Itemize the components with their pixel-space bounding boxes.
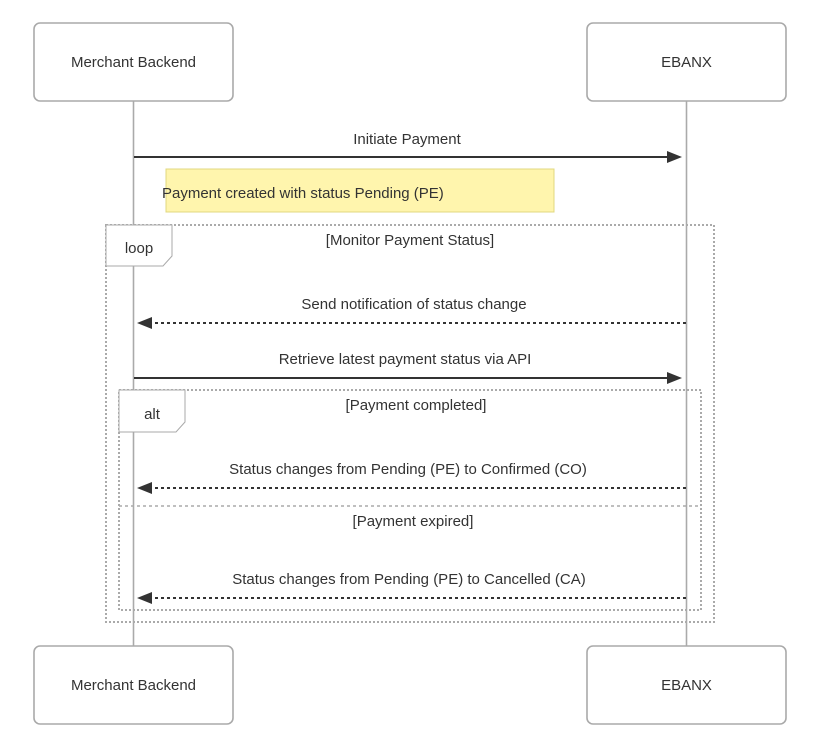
actor-merchant-backend-bottom: Merchant Backend: [33, 645, 234, 725]
actor-box: [586, 645, 787, 725]
alt-frame: alt [Payment completed] [Payment expired…: [118, 389, 702, 611]
actor-label: Merchant Backend: [71, 54, 196, 71]
message-status-cancelled: Status changes from Pending (PE) to Canc…: [137, 571, 686, 604]
alt-guard-expired: [Payment expired]: [353, 513, 474, 530]
actor-label: EBANX: [661, 677, 712, 694]
actor-box: [33, 22, 234, 102]
message-retrieve-status: Retrieve latest payment status via API: [134, 351, 682, 384]
message-status-confirmed: Status changes from Pending (PE) to Conf…: [137, 461, 686, 494]
loop-guard: [Monitor Payment Status]: [326, 232, 494, 249]
arrowhead-left-icon: [137, 482, 152, 494]
alt-keyword: alt: [144, 406, 161, 423]
alt-label-box: [118, 389, 186, 433]
loop-frame: loop [Monitor Payment Status]: [105, 224, 715, 623]
loop-keyword: loop: [125, 240, 153, 257]
actor-ebanx-bottom: EBANX: [586, 645, 787, 725]
message-initiate-payment: Initiate Payment: [134, 131, 682, 163]
note: Payment created with status Pending (PE): [162, 168, 555, 213]
arrowhead-right-icon: [667, 151, 682, 163]
actor-label: Merchant Backend: [71, 677, 196, 694]
message-label: Status changes from Pending (PE) to Conf…: [229, 461, 587, 478]
message-label: Retrieve latest payment status via API: [279, 351, 532, 368]
message-label: Send notification of status change: [301, 296, 526, 313]
actor-label: EBANX: [661, 54, 712, 71]
loop-label-box: [105, 224, 173, 267]
note-box: [165, 168, 555, 213]
arrowhead-right-icon: [667, 372, 682, 384]
message-label: Status changes from Pending (PE) to Canc…: [232, 571, 586, 588]
arrowhead-left-icon: [137, 592, 152, 604]
actor-merchant-backend-top: Merchant Backend: [33, 22, 234, 102]
note-text: Payment created with status Pending (PE): [162, 185, 444, 202]
actor-ebanx-top: EBANX: [586, 22, 787, 102]
alt-guard-completed: [Payment completed]: [346, 397, 487, 414]
message-send-notification: Send notification of status change: [137, 296, 686, 329]
actor-box: [586, 22, 787, 102]
message-label: Initiate Payment: [353, 131, 461, 148]
arrowhead-left-icon: [137, 317, 152, 329]
actor-box: [33, 645, 234, 725]
alt-frame-border: [118, 389, 702, 611]
loop-frame-border: [105, 224, 715, 623]
